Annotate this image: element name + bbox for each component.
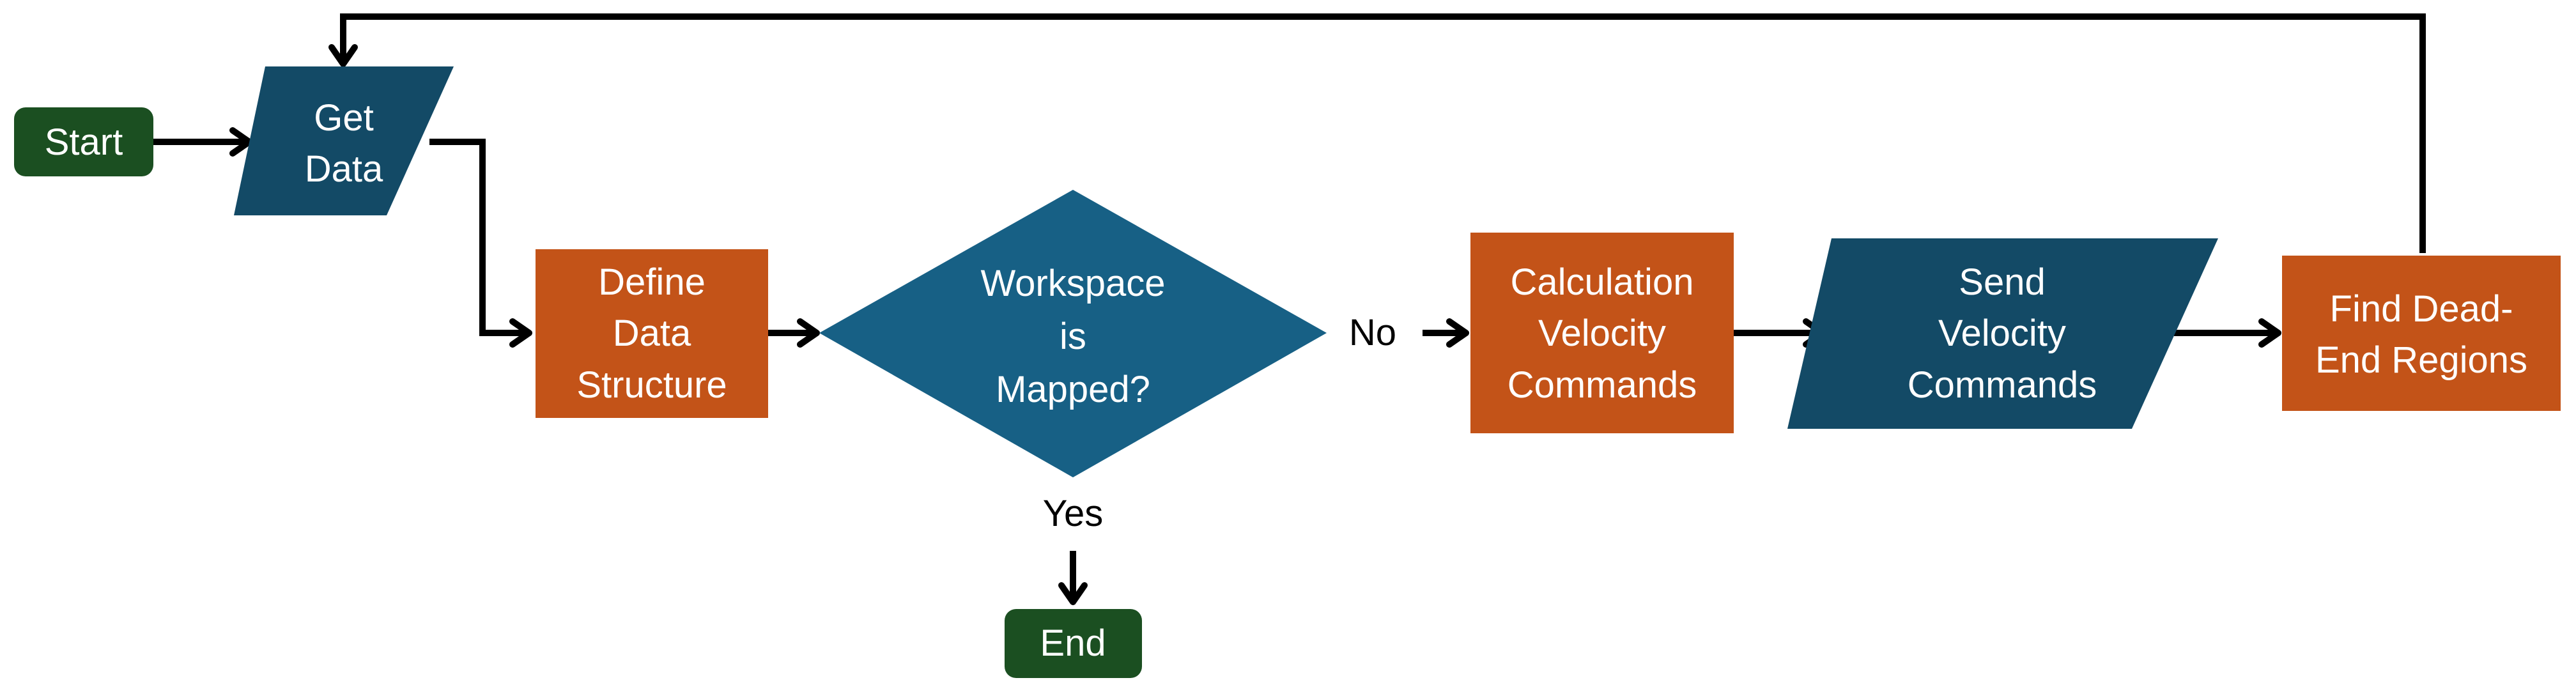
end-label: End — [1040, 622, 1106, 664]
start-label: Start — [45, 121, 123, 163]
calculation-velocity-commands-label-line-1: Calculation — [1511, 261, 1694, 303]
define-data-structure-label-line-3: Structure — [576, 364, 727, 406]
end-label-line-1: End — [1040, 622, 1106, 664]
workspace-mapped-label-line-3: Mapped? — [996, 369, 1150, 410]
start-label-line-1: Start — [45, 121, 123, 163]
send-velocity-commands-label-line-2: Velocity — [1938, 312, 2066, 354]
send-velocity-commands-label-line-1: Send — [1959, 261, 2045, 303]
get-data-label-line-1: Get — [314, 97, 374, 139]
arrowhead-loop-get-data — [328, 44, 358, 67]
start-terminal: Start — [14, 107, 153, 176]
arrowhead-define-structure — [509, 318, 532, 348]
workspace-mapped-shape — [819, 190, 1327, 477]
calculation-velocity-commands-label-line-3: Commands — [1508, 364, 1697, 406]
end-shape — [1005, 609, 1142, 678]
start-shape — [14, 107, 153, 176]
get-data-label-line-2: Data — [305, 148, 383, 190]
calculation-velocity-commands-label-line-2: Velocity — [1538, 312, 1666, 354]
edge-get-data-to-define-structure — [429, 139, 527, 336]
arrowhead-find-dead-end — [2258, 318, 2281, 348]
calculation-velocity-commands-shape — [1470, 233, 1734, 433]
edge-label-yes: Yes — [1043, 493, 1104, 534]
get-data-shape — [234, 66, 454, 215]
find-dead-end-regions-label-line-1: Find Dead- — [2330, 288, 2513, 330]
workspace-mapped-label-line-2: is — [1060, 316, 1086, 357]
edge-label-no: No — [1349, 312, 1396, 353]
send-velocity-commands-label-line-3: Commands — [1908, 364, 2097, 406]
define-data-structure-label-line-2: Data — [613, 312, 691, 354]
arrowhead-get-data — [229, 127, 252, 157]
define-data-structure-shape — [536, 249, 768, 418]
arrowhead-end — [1058, 582, 1088, 605]
arrowhead-calc-velocity — [1446, 318, 1469, 348]
find-dead-end-regions-process: Find Dead- End Regions — [2282, 256, 2561, 411]
end-terminal: End — [1005, 609, 1142, 678]
arrowhead-decision — [797, 318, 820, 348]
find-dead-end-regions-label: Find Dead- End Regions — [2315, 288, 2527, 381]
edge-loop-back-to-get-data — [340, 13, 2426, 253]
send-velocity-commands-shape — [1787, 238, 2218, 429]
define-data-structure-label-line-1: Define — [598, 261, 706, 303]
find-dead-end-regions-label-line-2: End Regions — [2315, 339, 2527, 381]
workspace-mapped-label-line-1: Workspace — [980, 263, 1165, 304]
find-dead-end-regions-shape — [2282, 256, 2561, 411]
